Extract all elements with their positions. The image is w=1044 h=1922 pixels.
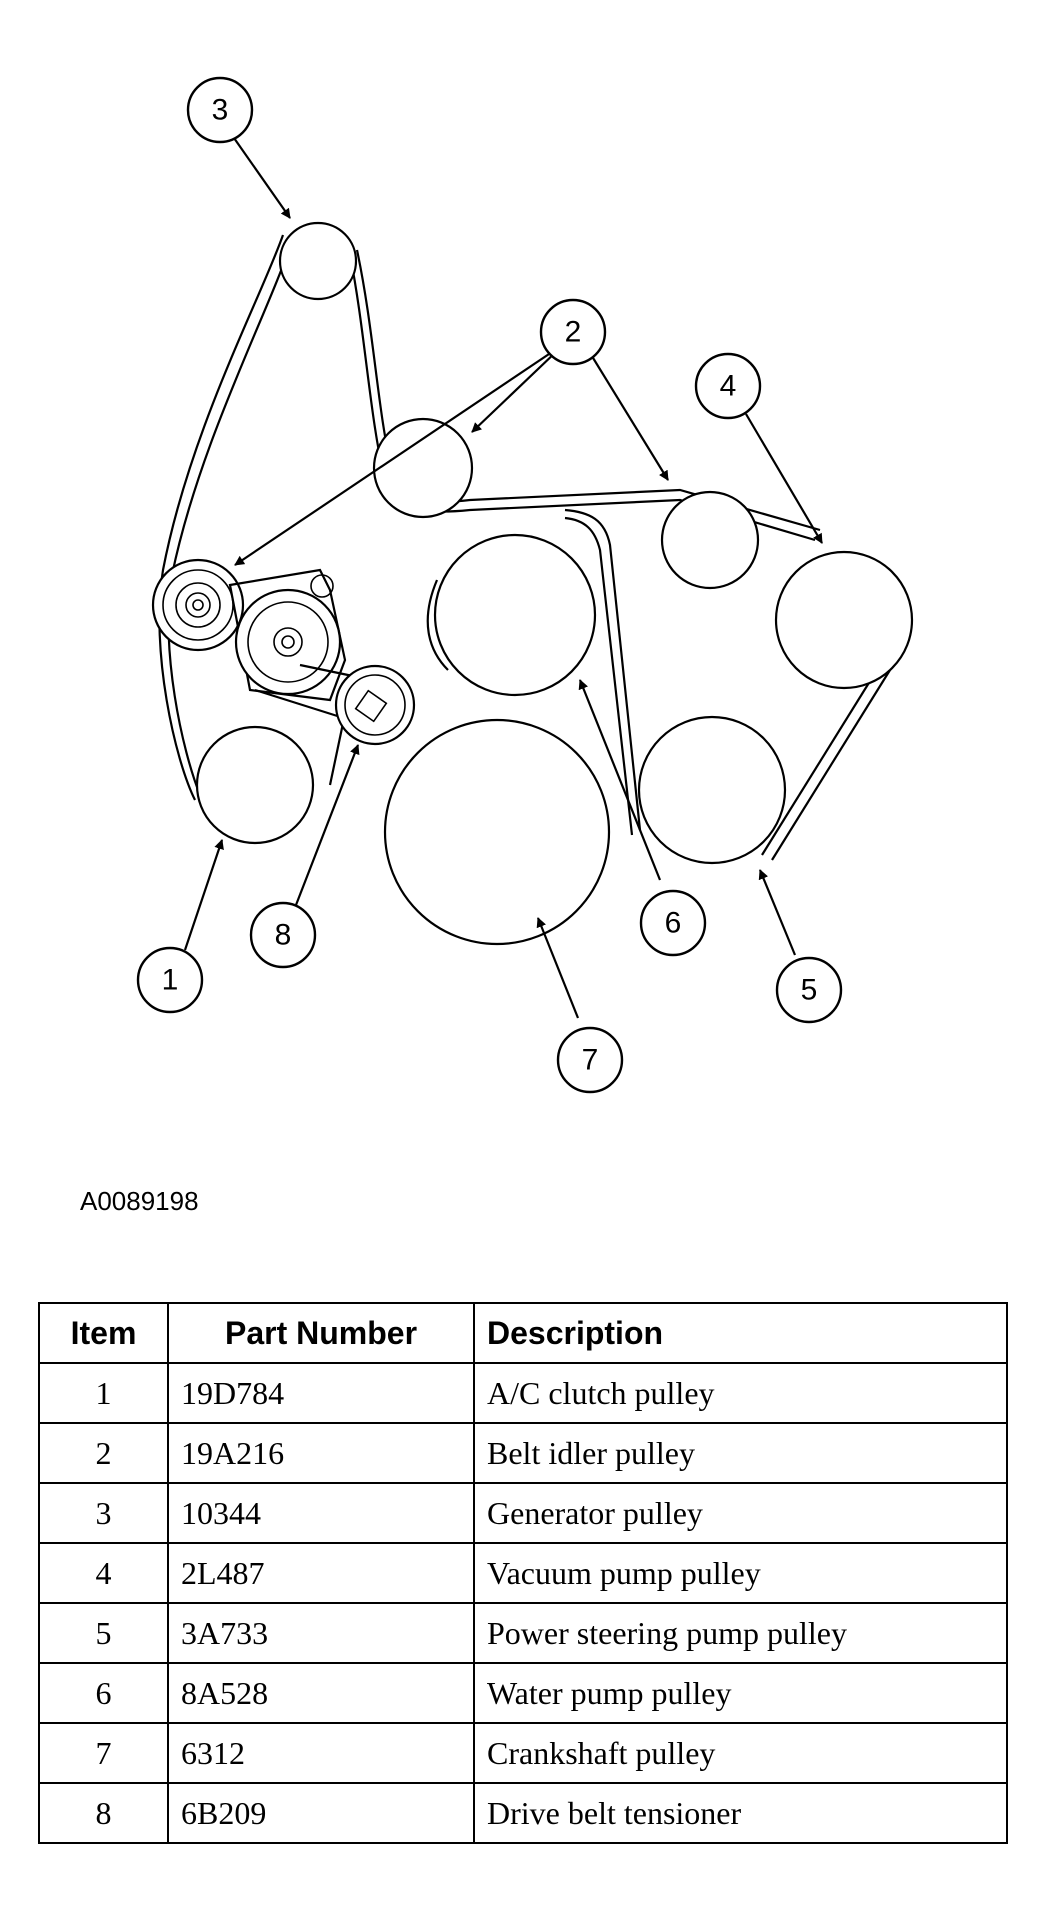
- callout-8: 8: [249, 901, 317, 969]
- table-row: 8 6B209 Drive belt tensioner: [38, 1782, 1008, 1844]
- leader-8: [294, 744, 360, 906]
- cell-description: Belt idler pulley: [473, 1422, 1008, 1484]
- callout-label: 8: [275, 919, 292, 952]
- callout-label: 1: [162, 964, 179, 997]
- callout-1: 1: [136, 946, 204, 1014]
- upper-idler-pulley: [372, 417, 474, 519]
- generator-pulley: [278, 221, 358, 301]
- cell-part-number: 10344: [167, 1482, 475, 1544]
- callout-3: 3: [186, 76, 254, 144]
- parts-table: Item Part Number Description 1 19D784 A/…: [38, 1302, 1008, 1844]
- lower-idler-pulley: [660, 490, 760, 590]
- vacuum-pump-pulley: [774, 550, 914, 690]
- power-steering-pump-pulley: [637, 715, 787, 865]
- callout-5: 5: [775, 956, 843, 1024]
- cell-item: 8: [38, 1782, 169, 1844]
- cell-description: A/C clutch pulley: [473, 1362, 1008, 1424]
- cell-part-number: 8A528: [167, 1662, 475, 1724]
- leader-2-c: [589, 352, 669, 481]
- water-pump-pulley: [433, 533, 597, 697]
- cell-description: Generator pulley: [473, 1482, 1008, 1544]
- cell-item: 6: [38, 1662, 169, 1724]
- callout-label: 7: [582, 1044, 599, 1077]
- leader-7: [536, 917, 580, 1019]
- leader-6: [578, 679, 662, 881]
- cell-item: 3: [38, 1482, 169, 1544]
- callout-label: 2: [565, 316, 582, 349]
- cell-item: 4: [38, 1542, 169, 1604]
- header-item: Item: [38, 1302, 169, 1364]
- cell-part-number: 6312: [167, 1722, 475, 1784]
- cell-description: Drive belt tensioner: [473, 1782, 1008, 1844]
- cell-part-number: 2L487: [167, 1542, 475, 1604]
- callout-7: 7: [556, 1026, 624, 1094]
- table-row: 6 8A528 Water pump pulley: [38, 1662, 1008, 1724]
- cell-item: 2: [38, 1422, 169, 1484]
- table-row: 1 19D784 A/C clutch pulley: [38, 1362, 1008, 1424]
- leader-3: [233, 137, 291, 219]
- leader-1: [183, 839, 224, 951]
- header-description: Description: [473, 1302, 1008, 1364]
- cell-item: 1: [38, 1362, 169, 1424]
- leader-5: [758, 869, 797, 956]
- callout-6: 6: [639, 889, 707, 957]
- table-row: 2 19A216 Belt idler pulley: [38, 1422, 1008, 1484]
- cell-description: Vacuum pump pulley: [473, 1542, 1008, 1604]
- callout-2: 2: [539, 298, 607, 366]
- leader-2-b: [234, 349, 556, 566]
- cell-part-number: 6B209: [167, 1782, 475, 1844]
- belt-routing-diagram: 3 2 4 1 8 7 6 5: [136, 76, 914, 1094]
- leader-2-a: [471, 349, 559, 433]
- cell-description: Power steering pump pulley: [473, 1602, 1008, 1664]
- callout-label: 5: [801, 974, 818, 1007]
- table-row: 7 6312 Crankshaft pulley: [38, 1722, 1008, 1784]
- leader-4: [745, 413, 823, 544]
- cell-part-number: 3A733: [167, 1602, 475, 1664]
- table-row: 4 2L487 Vacuum pump pulley: [38, 1542, 1008, 1604]
- cell-item: 7: [38, 1722, 169, 1784]
- figure-id: A0089198: [80, 1186, 199, 1216]
- table-header-row: Item Part Number Description: [38, 1302, 1008, 1364]
- cell-part-number: 19D784: [167, 1362, 475, 1424]
- crankshaft-pulley: [383, 718, 611, 946]
- ac-clutch-pulley: [195, 725, 315, 845]
- callout-label: 6: [665, 907, 682, 940]
- cell-description: Crankshaft pulley: [473, 1722, 1008, 1784]
- header-part-number: Part Number: [167, 1302, 475, 1364]
- callout-4: 4: [694, 352, 762, 420]
- drive-belt-tensioner: [151, 558, 416, 746]
- cell-part-number: 19A216: [167, 1422, 475, 1484]
- callout-label: 4: [720, 370, 737, 403]
- table-row: 5 3A733 Power steering pump pulley: [38, 1602, 1008, 1664]
- callout-label: 3: [212, 94, 229, 127]
- cell-description: Water pump pulley: [473, 1662, 1008, 1724]
- table-row: 3 10344 Generator pulley: [38, 1482, 1008, 1544]
- cell-item: 5: [38, 1602, 169, 1664]
